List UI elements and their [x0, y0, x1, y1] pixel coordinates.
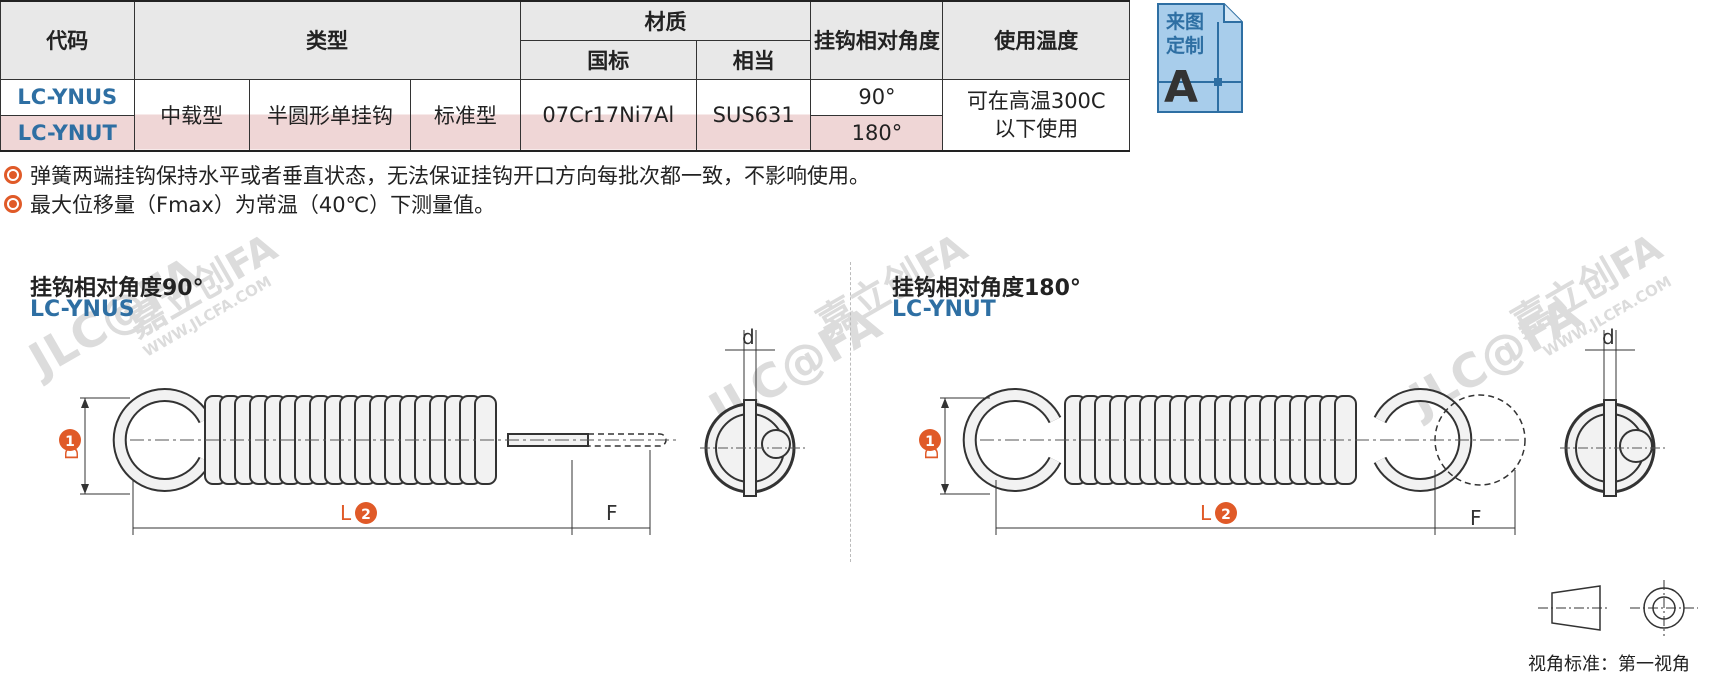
custom-drawing-badge: 来图 定制 A	[1157, 3, 1243, 113]
note-1: 弹簧两端挂钩保持水平或者垂直状态，无法保证挂钩开口方向每批次都一致，不影响使用。	[4, 160, 870, 190]
header-temp: 使用温度	[942, 0, 1130, 80]
left-spring-drawing: D 1 L 2 F d	[59, 325, 805, 535]
left-diagram-model: LC-YNUS	[30, 297, 135, 322]
note-2-text: 最大位移量（Fmax）为常温（40℃）下测量值。	[30, 193, 496, 217]
std-type: 标准型	[410, 78, 521, 152]
dim-badge-1: 1	[925, 434, 935, 450]
hook-type: 半圆形单挂钩	[248, 78, 412, 152]
spec-table: 代码 类型 材质 挂钩相对角度 使用温度 国标 相当 LC-YNUS 中载型 半…	[0, 0, 1130, 152]
angle-180: 180°	[810, 114, 944, 152]
right-diagram-title: 挂钩相对角度180°	[892, 276, 1081, 301]
dim-L: L	[1200, 501, 1212, 525]
left-diagram-title: 挂钩相对角度90°	[30, 276, 204, 301]
dim-F: F	[1470, 506, 1482, 530]
equiv-material: SUS631	[695, 78, 812, 152]
divider	[850, 262, 851, 562]
badge-line1: 来图	[1166, 11, 1204, 33]
row-code-ynut: LC-YNUT	[0, 114, 135, 152]
bullet-icon	[4, 166, 22, 184]
header-gb: 国标	[519, 39, 697, 80]
load-type: 中载型	[133, 78, 250, 152]
right-spring-drawing: D 1 L 2 F d	[919, 325, 1665, 535]
right-diagram-model: LC-YNUT	[892, 297, 996, 322]
header-equiv: 相当	[695, 39, 812, 80]
header-material: 材质	[519, 0, 812, 41]
badge-letter: A	[1164, 62, 1198, 113]
header-type: 类型	[133, 0, 521, 80]
dim-badge-2: 2	[1221, 507, 1231, 523]
row-code-ynus: LC-YNUS	[0, 78, 135, 116]
header-angle: 挂钩相对角度	[810, 0, 944, 80]
bullet-icon	[4, 195, 22, 213]
gb-material: 07Cr17Ni7Al	[519, 78, 697, 152]
dim-L: L	[340, 501, 352, 525]
angle-90: 90°	[810, 78, 944, 116]
temp-note: 可在高温300C以下使用	[942, 78, 1130, 152]
dim-badge-2: 2	[361, 507, 371, 523]
header-code: 代码	[0, 0, 135, 80]
dim-d: d	[1602, 325, 1615, 349]
dim-badge-1: 1	[65, 434, 75, 450]
badge-line2: 定制	[1166, 34, 1204, 57]
note-2: 最大位移量（Fmax）为常温（40℃）下测量值。	[4, 189, 495, 219]
view-standard-label: 视角标准：第一视角	[1528, 654, 1690, 675]
dim-d: d	[742, 325, 755, 349]
dim-F: F	[606, 501, 618, 525]
projection-symbol-icon	[1538, 580, 1698, 636]
note-1-text: 弹簧两端挂钩保持水平或者垂直状态，无法保证挂钩开口方向每批次都一致，不影响使用。	[30, 164, 870, 188]
